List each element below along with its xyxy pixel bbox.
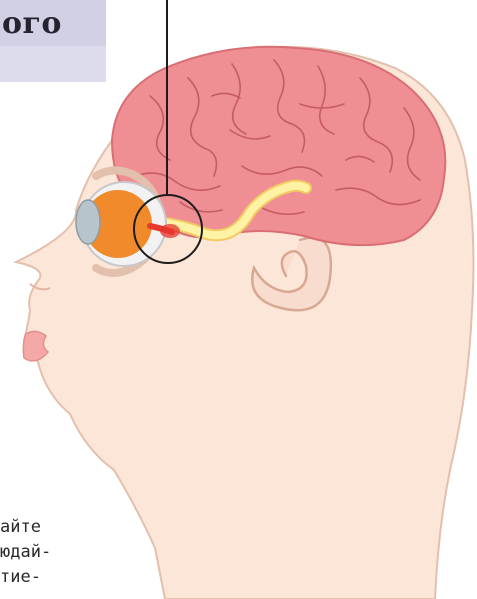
body-text-line: юдай- [0,540,130,565]
body-text: айте юдай- тие- [0,515,130,590]
body-text-line: тие- [0,565,130,590]
body-text-line: айте [0,515,130,540]
highlight-spot [160,224,180,238]
header-fragment: ого [2,9,62,39]
cornea [76,200,100,244]
lips [23,331,48,360]
